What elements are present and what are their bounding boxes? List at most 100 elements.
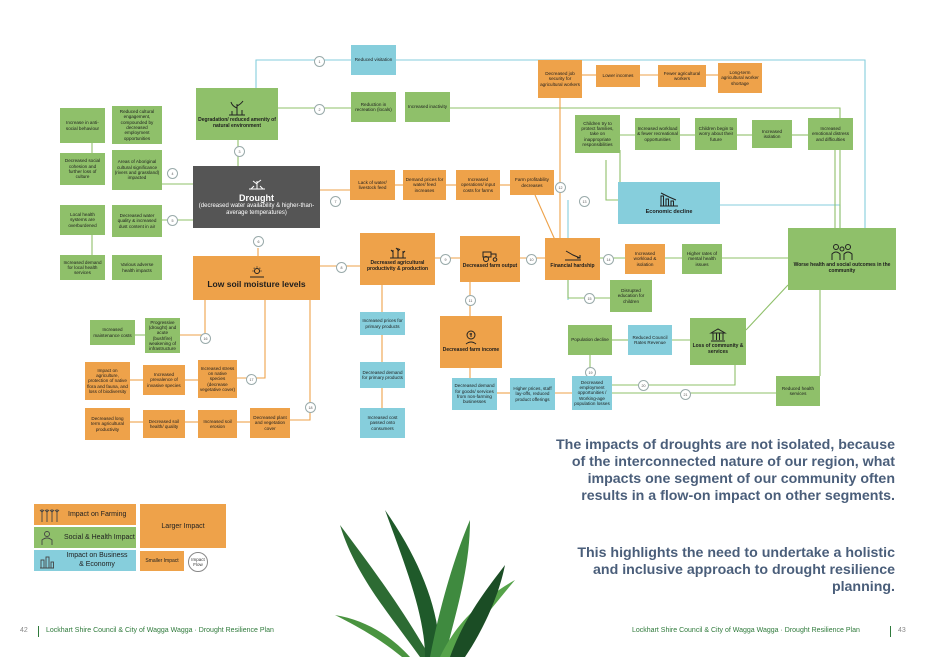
flow-number: 14: [603, 254, 614, 265]
drought-subtitle: (decreased water availability & higher-t…: [198, 203, 315, 217]
node-low-soil: Low soil moisture levels: [193, 256, 320, 300]
node-degradation: Degradation/ reduced amenity of natural …: [196, 88, 278, 140]
flow-number: 4: [167, 168, 178, 179]
legend-farming: Impact on Farming: [34, 504, 136, 525]
legend-label: Impact on Farming: [68, 511, 127, 518]
node-reduced-council-rates: Reduced Council Rates Revenue: [628, 325, 672, 355]
node-increased-emotional: Increased emotional distress and difficu…: [808, 118, 853, 150]
node-decreased-job-security: Decreased job security for agricultural …: [538, 60, 582, 98]
legend-label: Social & Health Impact: [64, 534, 135, 541]
flow-number: 2: [314, 104, 325, 115]
flow-number: 10: [526, 254, 537, 265]
node-increased-soil-erosion: Increased soil erosion: [198, 410, 237, 438]
node-disrupted-education: Disrupted education for children: [610, 280, 652, 312]
node-areas-aboriginal: Areas of Aboriginal cultural significanc…: [112, 150, 162, 190]
node-decreased-social-cohesion: Decreased social cohesion and further lo…: [60, 153, 105, 185]
flow-line: [450, 107, 841, 228]
flow-number: 6: [253, 236, 264, 247]
legend-label: Impact Flow: [191, 557, 205, 567]
flow-line: [180, 300, 206, 336]
node-increased-prices-primary: Increased prices for primary products: [360, 312, 405, 335]
intro-paragraph: The impacts of droughts are not isolated…: [556, 437, 895, 504]
node-increase-antisocial: Increase in anti-social behaviour: [60, 108, 105, 143]
node-increased-demand-health: Increased demand for local health servic…: [60, 255, 105, 280]
node-various-adverse: Various adverse health impacts: [112, 255, 162, 280]
grass-blade: [385, 510, 440, 657]
people-icon: [831, 244, 853, 261]
page-number-right: 43: [898, 627, 906, 634]
node-increased-stress-native: Increased stress on native species (decr…: [198, 360, 237, 398]
node-label: Financial hardship: [550, 263, 595, 270]
node-label: Low soil moisture levels: [207, 279, 306, 290]
node-label: Degradation/ reduced amenity of natural …: [198, 117, 276, 129]
node-label: Decreased farm income: [442, 347, 500, 354]
footer-text-left: Lockhart Shire Council & City of Wagga W…: [46, 627, 274, 634]
plant-icon: [229, 100, 245, 116]
node-increased-maintenance: Increased maintenance costs: [90, 320, 135, 345]
drought-title: Drought: [239, 192, 274, 203]
node-farm-profitability: Farm profitability decreases: [510, 170, 554, 195]
decline-arrow-icon: [564, 250, 581, 261]
flow-number: 11: [465, 295, 476, 306]
legend-business: Impact on Business & Economy: [34, 550, 136, 571]
legend-larger: Larger Impact: [140, 504, 226, 548]
footer-divider-left: [38, 626, 39, 637]
node-decreased-water-quality: Decreased water quality & increased dust…: [112, 205, 162, 237]
flow-number: 20: [638, 380, 649, 391]
flow-line: [237, 300, 266, 379]
node-increased-cost-consumers: Increased cost passed onto consumers: [360, 408, 405, 438]
node-increased-workload-isolation: Increased workload & isolation: [625, 244, 665, 274]
node-increased-costs: Increased operations/ input costs for fa…: [456, 170, 500, 200]
node-local-health: Local health systems are overburdened: [60, 205, 105, 235]
node-demand-prices-feed: Demand prices for water/ feed increases: [403, 170, 446, 200]
node-long-term-shortage: Long-term agricultural worker shortage: [718, 63, 762, 93]
legend-flow: Impact Flow: [188, 552, 208, 572]
node-higher-prices-staff: Higher prices, staff lay-offs, reduced p…: [510, 378, 555, 410]
node-label: Economic decline: [645, 208, 693, 215]
node-progressive-drought: Progressive (drought) and acute (bushfir…: [145, 318, 180, 353]
flow-line: [612, 365, 736, 386]
flow-number: 5: [167, 215, 178, 226]
legend-label: Smaller Impact: [145, 558, 179, 564]
node-label: Decreased agricultural productivity & pr…: [366, 260, 429, 272]
chart-decline-icon: [660, 192, 678, 207]
node-decreased-plant: Decreased plant and vegetation cover: [250, 408, 290, 438]
node-population-decline: Population decline: [568, 325, 612, 355]
node-reduced-cultural: Reduced cultural engagement, compounded …: [112, 106, 162, 144]
grass-decoration: [335, 510, 515, 657]
wheat-icon: [39, 508, 60, 522]
flow-line: [255, 59, 351, 88]
node-reduced-health-services: Reduced health services: [776, 376, 820, 406]
node-children-worry: Children begin to worry about their futu…: [695, 118, 737, 150]
flow-number: 15: [584, 293, 595, 304]
node-worse-health: Worse health and social outcomes in the …: [788, 228, 896, 290]
node-lack-water: Lack of water/ livestock feed: [350, 170, 395, 200]
flow-line: [534, 194, 556, 241]
node-loss-community: Loss of community & services: [690, 318, 746, 365]
flow-line: [745, 284, 789, 331]
node-label: Loss of community & services: [692, 342, 744, 355]
node-decreased-soil-health: Decreased soil health/ quality: [143, 410, 185, 438]
node-decreased-employment: Decreased employment opportunities / Wor…: [572, 376, 612, 410]
node-reduced-visitation: Reduced visitation: [351, 45, 396, 75]
bar-chart-icon: [40, 556, 54, 568]
node-impact-agriculture: Impact on agriculture, protection of nat…: [85, 362, 130, 400]
grass-blade: [430, 520, 470, 657]
page-number-left: 42: [20, 627, 28, 634]
node-label: Worse health and social outcomes in the …: [793, 262, 891, 274]
flow-number: 8: [336, 262, 347, 273]
node-increased-invasive: Increased prevalence of invasive species: [143, 365, 185, 395]
grass-blade: [450, 565, 505, 657]
flow-number: 1: [314, 56, 325, 67]
flow-number: 13: [579, 196, 590, 207]
flow-number: 3: [234, 146, 245, 157]
node-decreased-farm-income: Decreased farm income: [440, 316, 502, 368]
node-increased-workload-fewer: Increased workload & fewer recreational …: [635, 118, 680, 150]
flow-number: 17: [246, 374, 257, 385]
tractor-icon: [482, 251, 498, 263]
flow-number: 21: [680, 389, 691, 400]
flow-line: [290, 300, 311, 421]
node-decreased-demand-primary: Decreased demand for primary products: [360, 362, 405, 388]
node-financial-hardship: Financial hardship: [545, 238, 600, 280]
